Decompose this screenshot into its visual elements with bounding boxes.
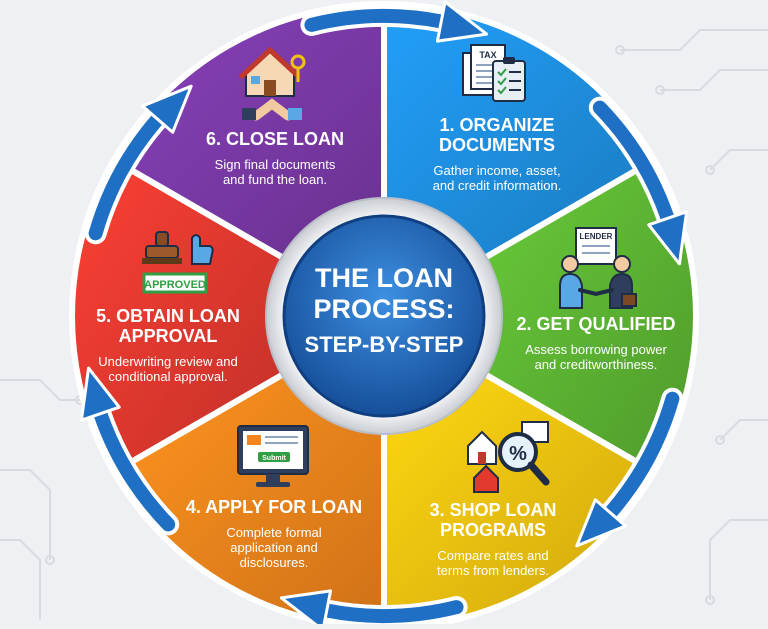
step-1-desc-line-1: Gather income, asset,: [433, 163, 560, 178]
step-6-title-line-1: 6. CLOSE LOAN: [206, 129, 344, 149]
lender-label: LENDER: [580, 232, 613, 241]
step-6-desc-line-1: Sign final documents: [215, 157, 336, 172]
step-5-desc-line-2: conditional approval.: [108, 369, 227, 384]
center-title-line-3: STEP-BY-STEP: [305, 332, 464, 357]
step-5-title-line-2: APPROVAL: [119, 326, 218, 346]
step-6-desc-line-2: and fund the loan.: [223, 172, 327, 187]
step-1-title-line-1: 1. ORGANIZE: [439, 115, 554, 135]
step-2-label: 2. GET QUALIFIED Assess borrowing poweran…: [516, 314, 675, 372]
step-4-title-line-1: 4. APPLY FOR LOAN: [186, 497, 362, 517]
step-1-title-line-2: DOCUMENTS: [439, 135, 555, 155]
step-3-desc-line-2: terms from lenders.: [437, 563, 549, 578]
step-4-desc-line-3: disclosures.: [240, 555, 309, 570]
tax-label: TAX: [479, 50, 496, 60]
step-4-desc-line-2: application and: [230, 540, 317, 555]
step-3-desc-line-1: Compare rates and: [437, 548, 548, 563]
center-title-line-2: PROCESS:: [313, 294, 454, 324]
step-2-title-line-1: 2. GET QUALIFIED: [516, 314, 675, 334]
step-5-title-line-1: 5. OBTAIN LOAN: [96, 306, 240, 326]
step-5-desc-line-1: Underwriting review and: [98, 354, 237, 369]
step-2-desc-line-1: Assess borrowing power: [525, 342, 667, 357]
center-title-line-1: THE LOAN: [315, 263, 453, 293]
step-2-desc-line-2: and creditworthiness.: [535, 357, 658, 372]
svg-text:%: %: [509, 443, 527, 465]
step-3-title-line-2: PROGRAMS: [440, 520, 546, 540]
approved-label: APPROVED: [144, 279, 206, 291]
step-4-desc-line-1: Complete formal: [226, 525, 321, 540]
step-3-title-line-1: 3. SHOP LOAN: [430, 500, 557, 520]
step-1-desc-line-2: and credit information.: [433, 178, 562, 193]
submit-label: Submit: [262, 455, 286, 462]
center-title: THE LOAN PROCESS: STEP-BY-STEP: [305, 263, 464, 357]
